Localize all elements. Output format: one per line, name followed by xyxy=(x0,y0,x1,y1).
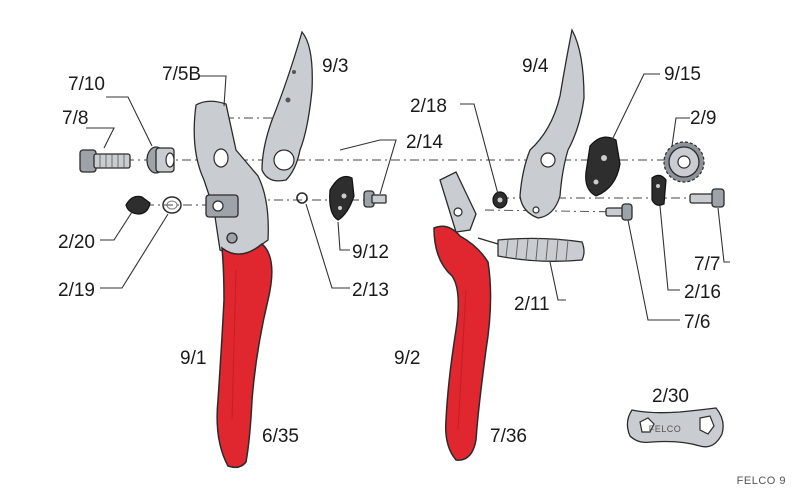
label-2-30: 2/30 xyxy=(652,386,689,407)
label-7-5b: 7/5B xyxy=(162,64,201,85)
label-9-1: 9/1 xyxy=(180,348,206,369)
label-9-12: 9/12 xyxy=(352,242,389,263)
part-nut-7-10 xyxy=(146,146,175,174)
leader-lines xyxy=(86,73,730,321)
part-handle-9-1 xyxy=(193,100,273,469)
part-blade-9-4 xyxy=(519,28,585,219)
label-9-15: 9/15 xyxy=(664,64,701,85)
part-bolt-7-8 xyxy=(79,149,131,173)
label-7-8: 7/8 xyxy=(62,108,88,129)
label-2-13: 2/13 xyxy=(352,280,389,301)
label-9-2: 9/2 xyxy=(394,348,420,369)
part-key-2-30 xyxy=(626,407,724,448)
label-7-10: 7/10 xyxy=(68,74,105,95)
part-labels: 7/10 7/8 7/5B 9/3 2/14 2/20 2/19 9/12 2/… xyxy=(58,56,721,447)
part-screw-7-6 xyxy=(605,203,633,221)
label-2-18: 2/18 xyxy=(410,96,447,117)
label-7-36: 7/36 xyxy=(490,426,527,447)
label-9-4: 9/4 xyxy=(522,56,549,77)
label-7-6: 7/6 xyxy=(684,312,710,333)
part-blade-9-3 xyxy=(261,30,313,182)
label-7-7: 7/7 xyxy=(694,254,720,275)
part-anvil-9-12 xyxy=(329,175,355,221)
part-handle-9-2 xyxy=(433,171,492,461)
part-washer-2-13 xyxy=(296,192,308,204)
label-9-3: 9/3 xyxy=(322,56,348,77)
label-2-20: 2/20 xyxy=(58,232,95,253)
brand-caption: FELCO 9 xyxy=(737,475,786,487)
part-screw-7-7 xyxy=(689,188,725,208)
label-2-9: 2/9 xyxy=(690,108,716,129)
part-bushing-2-18 xyxy=(492,191,508,209)
label-2-11: 2/11 xyxy=(514,294,550,315)
label-2-14: 2/14 xyxy=(406,132,443,153)
part-spring-2-11 xyxy=(477,237,585,262)
part-washer-2-19 xyxy=(162,196,182,214)
label-6-35: 6/35 xyxy=(262,426,299,447)
part-plate-9-15 xyxy=(585,136,621,197)
label-2-19: 2/19 xyxy=(58,280,95,301)
key-engraving-text: FELCO xyxy=(649,424,682,434)
part-clip-2-16 xyxy=(651,174,667,206)
part-screw-2-14 xyxy=(363,190,387,208)
part-gear-2-9 xyxy=(663,141,705,183)
label-2-16: 2/16 xyxy=(684,282,721,303)
part-cap-2-20 xyxy=(125,195,151,215)
